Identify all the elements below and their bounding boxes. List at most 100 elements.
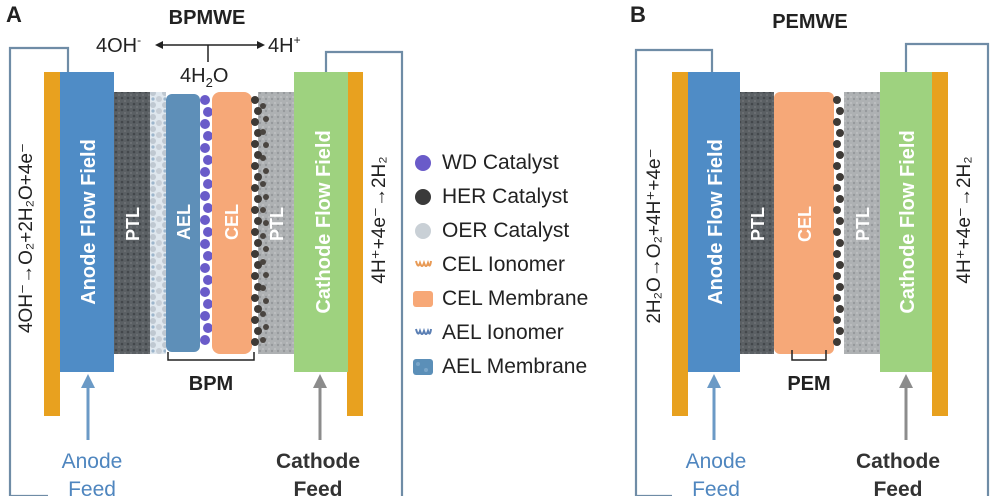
her-catalyst-particle <box>836 173 844 181</box>
legend-label: WD Catalyst <box>442 151 559 174</box>
her-catalyst-particle <box>836 305 844 313</box>
pem-layer <box>774 92 834 354</box>
wd-catalyst-particle <box>200 143 210 153</box>
hydroxide-ion-label: 4OH- <box>96 33 141 57</box>
cel-label: CEL <box>222 204 242 240</box>
ael-layer <box>166 94 200 352</box>
her-catalyst-particle <box>833 140 841 148</box>
her-catalyst-particle <box>833 316 841 324</box>
her-catalyst-particle <box>254 173 262 181</box>
cathode-feed-label-b-2: Feed <box>873 478 922 496</box>
anode-flow-field <box>60 72 114 372</box>
her-catalyst-particle <box>836 129 844 137</box>
her-catalyst-particle <box>263 298 269 304</box>
wd-catalyst-particle <box>200 167 210 177</box>
anode-current-collector-b <box>672 72 688 416</box>
her-catalyst-particle <box>251 118 259 126</box>
cathode-feed-label-2: Feed <box>293 478 342 496</box>
legend-item: CEL Membrane <box>412 282 632 316</box>
legend-label: HER Catalyst <box>442 185 569 208</box>
her-catalyst-particle <box>836 217 844 225</box>
wd-catalyst-particle <box>200 263 210 273</box>
her-catalyst-icon <box>412 186 434 208</box>
legend-item: AEL Ionomer <box>412 316 632 350</box>
her-catalyst-particle <box>251 140 259 148</box>
cathode-flow-field-label-b: Cathode Flow Field <box>897 130 919 313</box>
legend-label: AEL Membrane <box>442 355 588 378</box>
cel-ionomer-icon <box>412 254 434 276</box>
arrow-left-icon <box>155 41 163 49</box>
her-catalyst-particle <box>251 250 259 258</box>
cathode-current-collector <box>347 72 363 416</box>
wd-catalyst-icon <box>412 152 434 174</box>
her-catalyst-particle <box>251 96 259 104</box>
wd-catalyst-particle <box>200 335 210 345</box>
anode-reaction-label-b: 2H₂O→O₂+4H⁺+4e⁻ <box>644 148 665 323</box>
wd-catalyst-particle <box>203 323 213 333</box>
oer-catalyst-icon <box>412 220 434 242</box>
her-catalyst-particle <box>251 184 259 192</box>
her-catalyst-particle <box>263 116 269 122</box>
anode-flow-field-label-b: Anode Flow Field <box>705 139 727 305</box>
cathode-ptl-label: PTL <box>267 207 287 241</box>
her-catalyst-particle <box>251 206 259 214</box>
her-catalyst-particle <box>833 338 841 346</box>
her-catalyst-particle <box>251 228 259 236</box>
wd-catalyst-particle <box>200 119 210 129</box>
wd-catalyst-particle <box>203 227 213 237</box>
her-catalyst-particle <box>263 324 269 330</box>
her-catalyst-particle <box>254 151 262 159</box>
legend-label: AEL Ionomer <box>442 321 564 344</box>
arrow-right-icon <box>257 41 265 49</box>
ael-ionomer-icon <box>412 322 434 344</box>
oer-catalyst-layer <box>150 92 166 354</box>
her-catalyst-particle <box>260 181 266 187</box>
anode-current-collector <box>44 72 60 416</box>
panel-b-letter: B <box>630 2 646 27</box>
cel-membrane-icon <box>412 288 434 310</box>
legend-item: HER Catalyst <box>412 180 632 214</box>
panel-a-title: BPMWE <box>169 7 246 29</box>
her-catalyst-particle <box>833 206 841 214</box>
her-catalyst-particle <box>251 294 259 302</box>
legend-item: AEL Membrane <box>412 350 632 384</box>
panel-a: A BPMWE 4OH- 4H+ 4H2O Anode Flow Field C… <box>6 2 404 501</box>
her-catalyst-particle <box>833 294 841 302</box>
anode-flow-field-b <box>688 72 740 372</box>
her-catalyst-particle <box>251 272 259 280</box>
her-catalyst-particle <box>833 228 841 236</box>
arrow-up-icon <box>313 374 327 388</box>
anode-reaction-label: 4OH⁻→O₂+2H₂O+4e⁻ <box>16 143 37 333</box>
ael-membrane-icon <box>412 356 434 378</box>
her-catalyst-particle <box>254 305 262 313</box>
her-catalyst-particle <box>836 283 844 291</box>
cathode-feed-label: Cathode <box>276 450 360 473</box>
cathode-flow-field <box>294 72 348 372</box>
her-catalyst-particle <box>254 283 262 291</box>
wd-catalyst-particle <box>203 155 213 165</box>
her-catalyst-particle <box>836 239 844 247</box>
wd-catalyst-particle <box>200 239 210 249</box>
her-catalyst-particle <box>263 168 269 174</box>
her-catalyst-particle <box>833 162 841 170</box>
anode-ptl-b <box>740 92 774 354</box>
anode-ptl <box>114 92 150 354</box>
her-catalyst-particle <box>254 107 262 115</box>
wd-catalyst-particle <box>203 131 213 141</box>
legend-item: CEL Ionomer <box>412 248 632 282</box>
wd-catalyst-particle <box>203 299 213 309</box>
arrow-up-icon <box>899 374 913 388</box>
her-catalyst-particle <box>254 261 262 269</box>
proton-ion-label: 4H+ <box>268 33 301 57</box>
anode-feed-label: Anode <box>62 450 123 473</box>
her-catalyst-particle <box>833 118 841 126</box>
panel-b-title: PEMWE <box>772 11 848 33</box>
her-catalyst-particle <box>251 162 259 170</box>
wd-catalyst-particle <box>200 95 210 105</box>
wd-catalyst-particle <box>203 179 213 189</box>
pem-bracket <box>791 350 827 361</box>
anode-feed-label-2: Feed <box>68 478 116 496</box>
wd-catalyst-layer <box>200 95 213 345</box>
anode-flow-field-label: Anode Flow Field <box>78 139 100 305</box>
